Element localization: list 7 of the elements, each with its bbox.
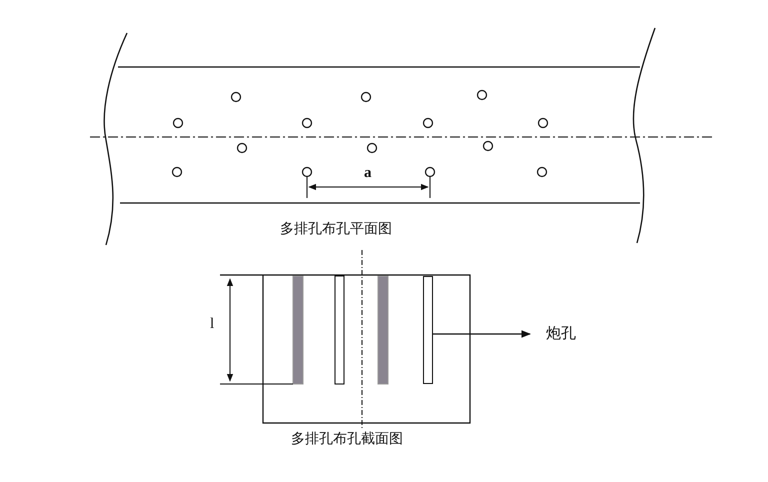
figure-caption: 多排孔布孔平面图 — [280, 221, 392, 238]
figure-caption: 多排孔布孔截面图 — [291, 431, 403, 448]
leader-line — [433, 330, 531, 338]
dimension-label: l — [210, 315, 214, 333]
dimension-label: a — [364, 164, 372, 182]
hole-label: 炮孔 — [546, 324, 576, 342]
blast-hole — [423, 276, 433, 384]
